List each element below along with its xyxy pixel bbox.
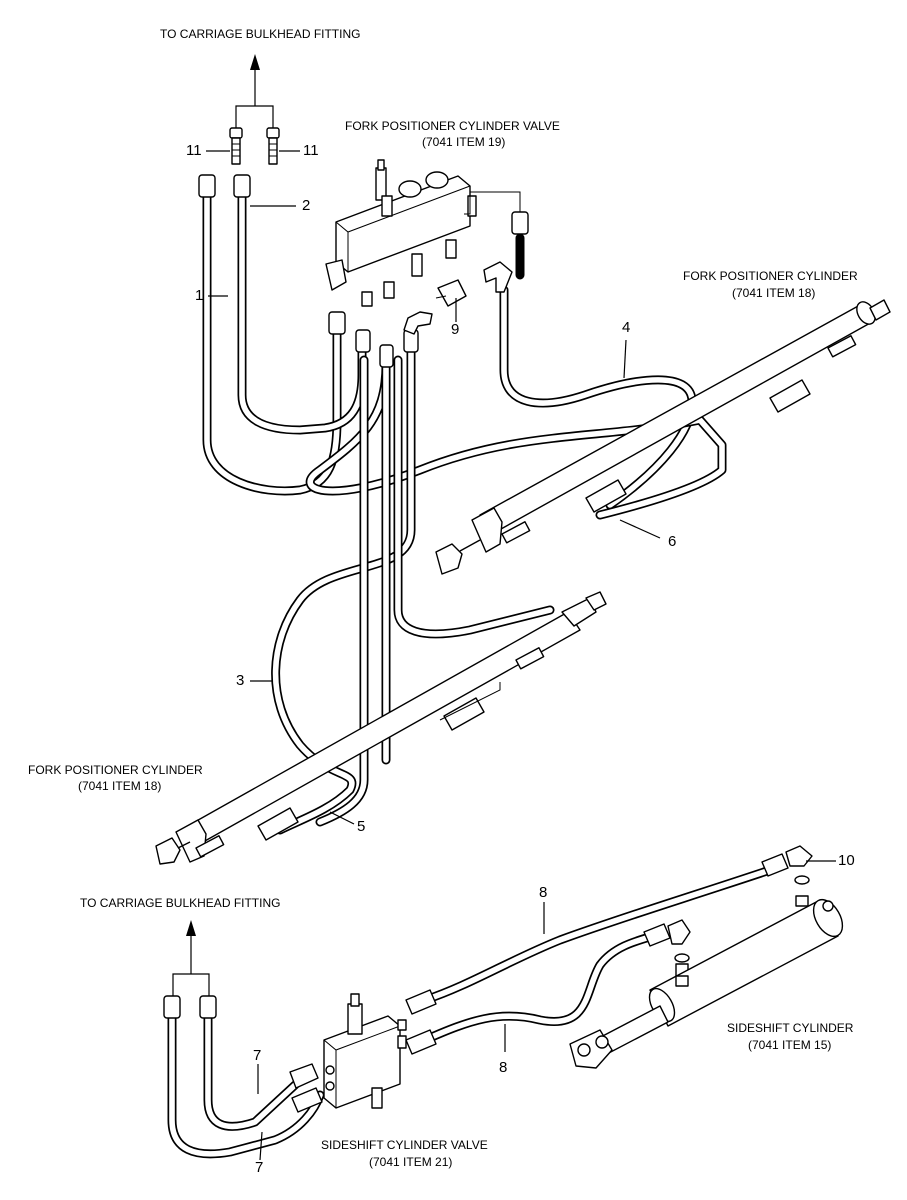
callout-10: 10: [838, 852, 855, 869]
leader-lines: [206, 150, 836, 1161]
fork-positioner-cylinder-right-label-line1: FORK POSITIONER CYLINDER: [683, 269, 858, 283]
callout-2: 2: [302, 197, 311, 214]
fork-positioner-cylinder-right-label-line2: (7041 ITEM 18): [732, 286, 816, 300]
fork-positioner-valve-label-line2: (7041 ITEM 19): [422, 135, 506, 149]
fork-positioner-cylinder-left: [155, 591, 607, 865]
sideshift-cylinder-label-line2: (7041 ITEM 15): [748, 1038, 832, 1052]
callout-7-top: 7: [253, 1047, 262, 1064]
hose-7-fittings: [163, 995, 323, 1113]
hose-7-inner: [203, 1010, 300, 1131]
sideshift-cylinder-label-line1: SIDESHIFT CYLINDER: [727, 1021, 854, 1035]
callout-8-top: 8: [539, 884, 548, 901]
top-bulkhead-arrow: [235, 54, 274, 128]
callout-8-bottom: 8: [499, 1059, 508, 1076]
callout-5: 5: [357, 818, 366, 835]
callout-3: 3: [236, 672, 245, 689]
fork-positioner-valve: [325, 159, 521, 307]
bottom-bulkhead-arrow: [172, 920, 210, 996]
callout-1: 1: [195, 287, 204, 304]
bulkhead-fitting-left: [229, 127, 243, 165]
hose-end-fittings-upper: [198, 174, 529, 368]
sideshift-cylinder: [569, 895, 844, 1069]
fork-positioner-cylinder-left-label-line1: FORK POSITIONER CYLINDER: [28, 763, 203, 777]
hose-4: [499, 285, 697, 510]
hose-7-outer: [167, 1010, 325, 1159]
callout-7-bottom: 7: [255, 1159, 264, 1176]
hose-1: [202, 190, 342, 496]
hose-6: [305, 233, 727, 520]
bulkhead-fitting-right: [266, 127, 280, 165]
callout-9: 9: [451, 321, 460, 338]
fork-positioner-valve-label-line1: FORK POSITIONER CYLINDER VALVE: [345, 119, 560, 133]
sideshift-valve-label-line2: (7041 ITEM 21): [369, 1155, 453, 1169]
sideshift-valve: [323, 993, 407, 1109]
callout-11-left: 11: [186, 142, 202, 159]
fork-positioner-cylinder-right: [435, 299, 891, 575]
callout-11-right: 11: [303, 142, 319, 159]
hose-8-lower: [420, 929, 665, 1045]
callout-6: 6: [668, 533, 677, 550]
bottom-bulkhead-label: TO CARRIAGE BULKHEAD FITTING: [80, 896, 281, 910]
sideshift-valve-label-line1: SIDESHIFT CYLINDER VALVE: [321, 1138, 488, 1152]
hose-8-upper: [420, 865, 775, 1005]
top-bulkhead-label: TO CARRIAGE BULKHEAD FITTING: [160, 27, 361, 41]
hose-loop-right: [393, 355, 555, 639]
hose-5: [315, 355, 391, 827]
callout-4: 4: [622, 319, 631, 336]
fork-positioner-cylinder-left-label-line2: (7041 ITEM 18): [78, 779, 162, 793]
